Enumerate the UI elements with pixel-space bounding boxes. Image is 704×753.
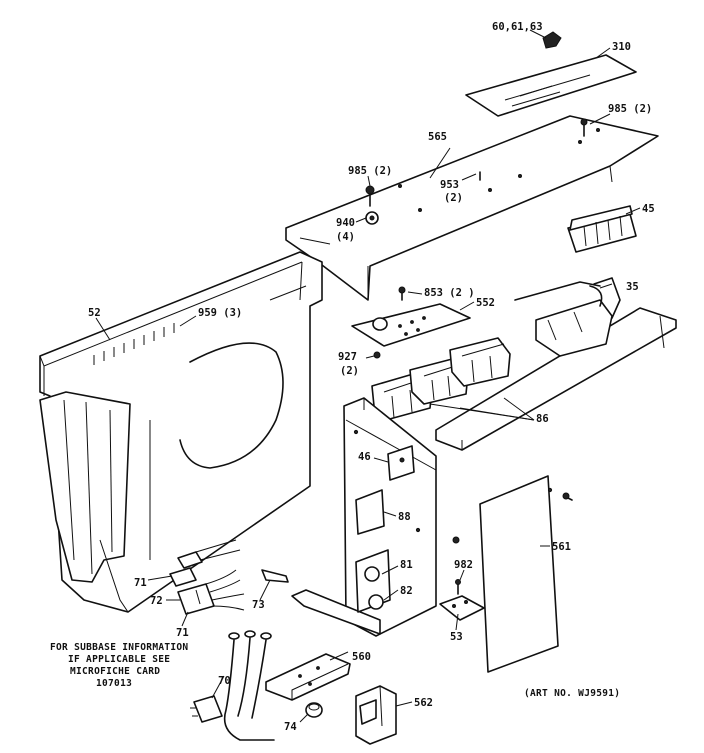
- callout-552: 552: [476, 297, 495, 309]
- callout-74: 74: [284, 721, 297, 733]
- callout-70: 70: [218, 675, 231, 687]
- callout-953: 953: [440, 179, 459, 191]
- terminal-block: [567, 205, 637, 253]
- mounting-bracket: [439, 579, 485, 621]
- note-line-2: IF APPLICABLE SEE: [68, 654, 170, 665]
- callout-88: 88: [398, 511, 411, 523]
- knob-part: [305, 702, 323, 718]
- relay-units: [371, 337, 511, 421]
- callout-71-bottom: 71: [176, 627, 189, 639]
- callout-927-qty: (2): [340, 365, 359, 377]
- callout-940: 940: [336, 217, 355, 229]
- callout-985-right: 985 (2): [608, 103, 652, 115]
- base-bracket: [355, 685, 397, 745]
- left-housing-panel: [39, 251, 323, 613]
- callout-labels: 60,61,63 310 985 (2) 565 985 (2) 953 (2)…: [88, 21, 655, 733]
- control-knob-part: [542, 31, 562, 49]
- callout-565: 565: [428, 131, 447, 143]
- callout-knob-60-61-63: 60,61,63: [492, 21, 543, 33]
- control-box: [291, 397, 437, 637]
- callout-953-qty: (2): [444, 192, 463, 204]
- callout-927: 927: [338, 351, 357, 363]
- clip-part: [261, 569, 289, 583]
- subbase-note: FOR SUBBASE INFORMATION IF APPLICABLE SE…: [50, 642, 188, 689]
- callout-45: 45: [642, 203, 655, 215]
- power-cord: [190, 630, 275, 741]
- callout-53: 53: [450, 631, 463, 643]
- callout-81: 81: [400, 559, 413, 571]
- top-cover-panel: [285, 115, 659, 301]
- relay-board: [351, 286, 471, 359]
- note-line-4: 107013: [96, 678, 132, 689]
- right-side-cover: [452, 475, 573, 673]
- art-number-label: (ART NO. WJ9591): [524, 688, 620, 699]
- callout-82: 82: [400, 585, 413, 597]
- callout-562: 562: [414, 697, 433, 709]
- callout-940-qty: (4): [336, 231, 355, 243]
- callout-35: 35: [626, 281, 639, 293]
- callout-86: 86: [536, 413, 549, 425]
- callout-985-left: 985 (2): [348, 165, 392, 177]
- callout-982: 982: [454, 559, 473, 571]
- sub-plate: [265, 653, 351, 701]
- callout-561: 561: [552, 541, 571, 553]
- callout-52: 52: [88, 307, 101, 319]
- callout-71-top: 71: [134, 577, 147, 589]
- callout-959: 959 (3): [198, 307, 242, 319]
- note-line-1: FOR SUBBASE INFORMATION: [50, 642, 188, 653]
- callout-560: 560: [352, 651, 371, 663]
- callout-46: 46: [358, 451, 371, 463]
- housing-screw-row: [93, 323, 175, 365]
- leader-lines: [95, 29, 641, 723]
- control-panel-plate: [465, 54, 637, 117]
- callout-72: 72: [150, 595, 163, 607]
- note-line-3: MICROFICHE CARD: [70, 666, 160, 677]
- callout-310: 310: [612, 41, 631, 53]
- capacitor-and-wiring: [169, 539, 245, 615]
- callout-853: 853 (2 ): [424, 287, 475, 299]
- callout-73: 73: [252, 599, 265, 611]
